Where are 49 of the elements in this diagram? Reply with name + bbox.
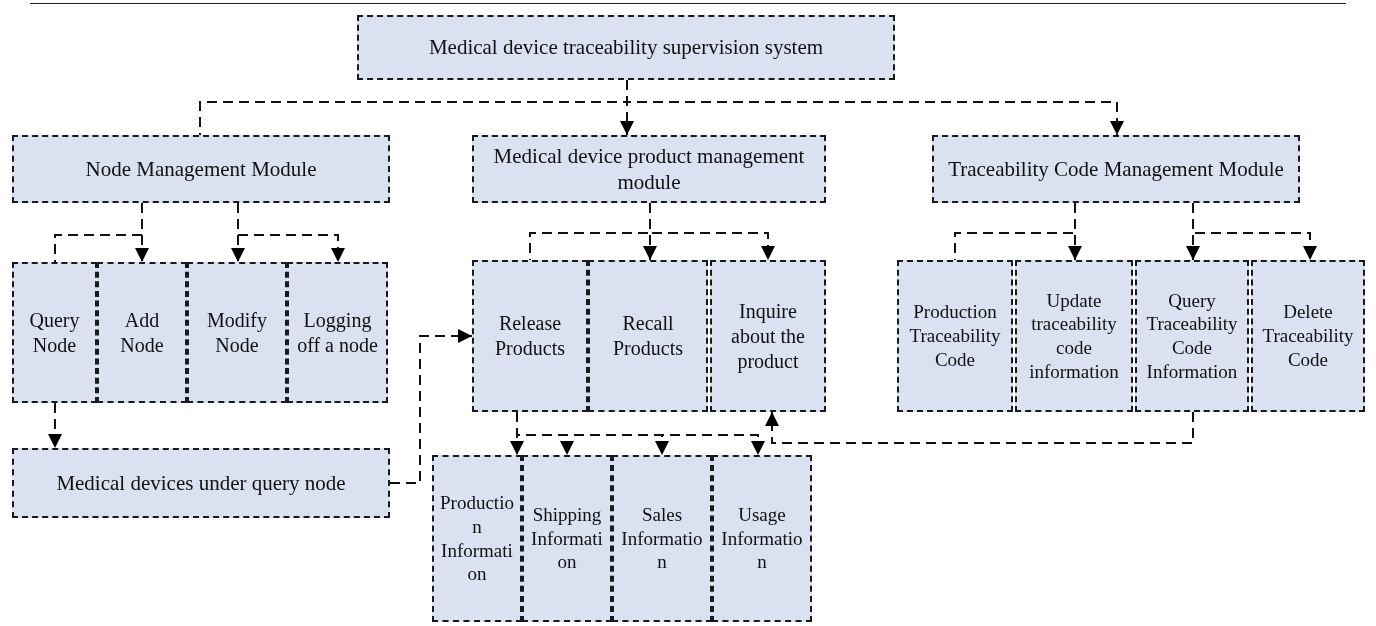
node-label: Medical devices under query node (56, 469, 346, 497)
node-label: Traceability Code Management Module (948, 155, 1284, 183)
process-box (1135, 260, 1249, 412)
process-box (897, 260, 1013, 412)
node-label: Recall Products (612, 311, 684, 361)
node-label: Shipping Information (530, 502, 604, 575)
node-label: Inquire about the product (730, 298, 806, 374)
arrow (1068, 202, 1082, 261)
process-box (357, 15, 895, 80)
process-box (588, 260, 708, 412)
process-box (12, 448, 390, 518)
arrow (649, 202, 775, 261)
node-label: Usage Information (720, 502, 804, 575)
process-box (187, 262, 287, 403)
arrow (516, 411, 765, 456)
process-box (710, 260, 826, 412)
node-label: Query Node (28, 307, 81, 358)
process-box (432, 455, 522, 622)
process-box (1251, 260, 1365, 412)
process-box (472, 260, 588, 412)
process-box (287, 262, 388, 403)
node-label: Node Management Module (85, 155, 317, 183)
node-label: Delete Traceability Code (1261, 300, 1355, 372)
arrow (135, 202, 149, 263)
node-label: Production Traceability Code (908, 300, 1002, 372)
process-box (712, 455, 812, 622)
process-box (932, 135, 1300, 203)
node-label: Sales Information (620, 502, 704, 575)
process-box (612, 455, 712, 622)
process-box (472, 135, 826, 203)
node-label: Logging off a node (296, 307, 379, 358)
node-label: Query Traceability Code Information (1145, 288, 1239, 384)
arrow (237, 202, 345, 263)
process-box (97, 262, 187, 403)
node-label: Add Node (119, 307, 165, 358)
node-label: Modify Node (206, 307, 268, 358)
node-label: Update traceability code information (1028, 288, 1120, 384)
process-box (522, 455, 612, 622)
process-box (1015, 260, 1133, 412)
process-box (12, 262, 97, 403)
node-label: Medical device product management module (492, 142, 806, 196)
arrow (389, 329, 473, 484)
process-box (12, 135, 390, 203)
arrow (48, 402, 62, 449)
node-label: Release Products (494, 311, 566, 361)
node-label: Production Information (439, 491, 515, 586)
node-label: Medical device traceability supervision system (428, 34, 824, 61)
arrow (765, 411, 1194, 444)
arrow (1192, 202, 1317, 261)
